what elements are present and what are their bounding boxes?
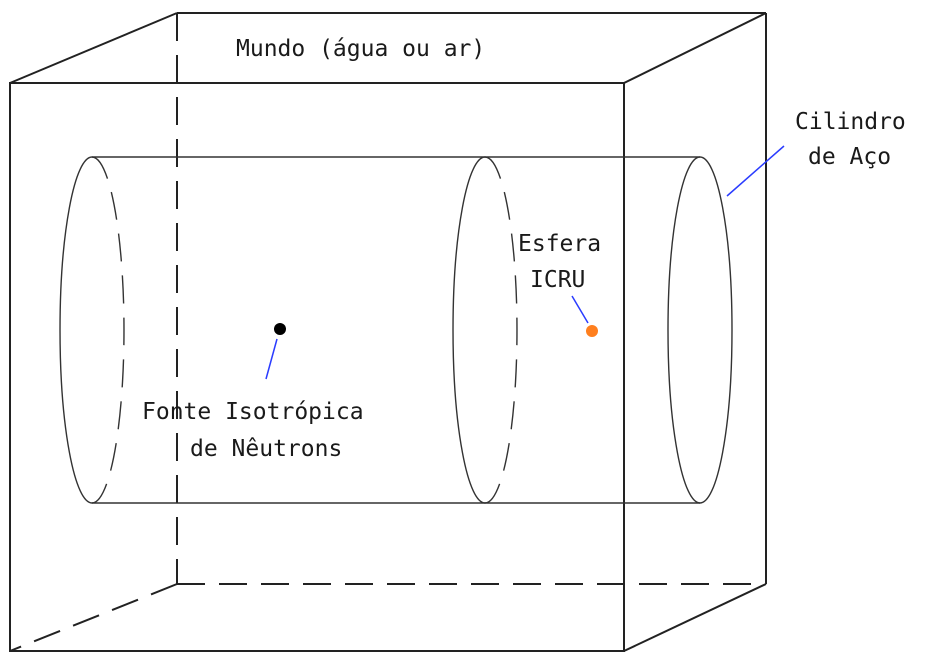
cylinder-label-line2: de Aço (808, 144, 891, 170)
world-box-top-left-connector (9, 12, 178, 84)
source-label-line2: de Nêutrons (190, 436, 342, 462)
world-label: Mundo (água ou ar) (236, 36, 485, 62)
icru-sphere-point (586, 325, 598, 337)
sphere-label-line1: Esfera (518, 231, 601, 257)
sphere-label-line2: ICRU (530, 267, 585, 293)
cylinder-left-cap-hidden (91, 156, 125, 504)
world-box (9, 12, 767, 652)
cylinder-right-cap (667, 156, 733, 504)
sphere-leader-line (571, 295, 589, 324)
neutron-source-point (274, 323, 286, 335)
cylinder-label-line1: Cilindro (795, 109, 906, 135)
cylinder-leader-line (726, 145, 785, 197)
world-box-top-right-connector (623, 12, 767, 84)
cylinder-mid-cap-front (452, 156, 486, 504)
source-label-line1: Fonte Isotrópica (142, 399, 364, 425)
steel-cylinder (59, 156, 733, 504)
world-box-hidden-diagonal-edge (9, 583, 178, 652)
source-leader-line (265, 338, 278, 380)
cylinder-mid-cap-hidden (484, 156, 518, 504)
world-box-bottom-right-connector (623, 583, 767, 652)
world-box-front-face (9, 82, 625, 652)
cylinder-left-cap-front (59, 156, 93, 504)
